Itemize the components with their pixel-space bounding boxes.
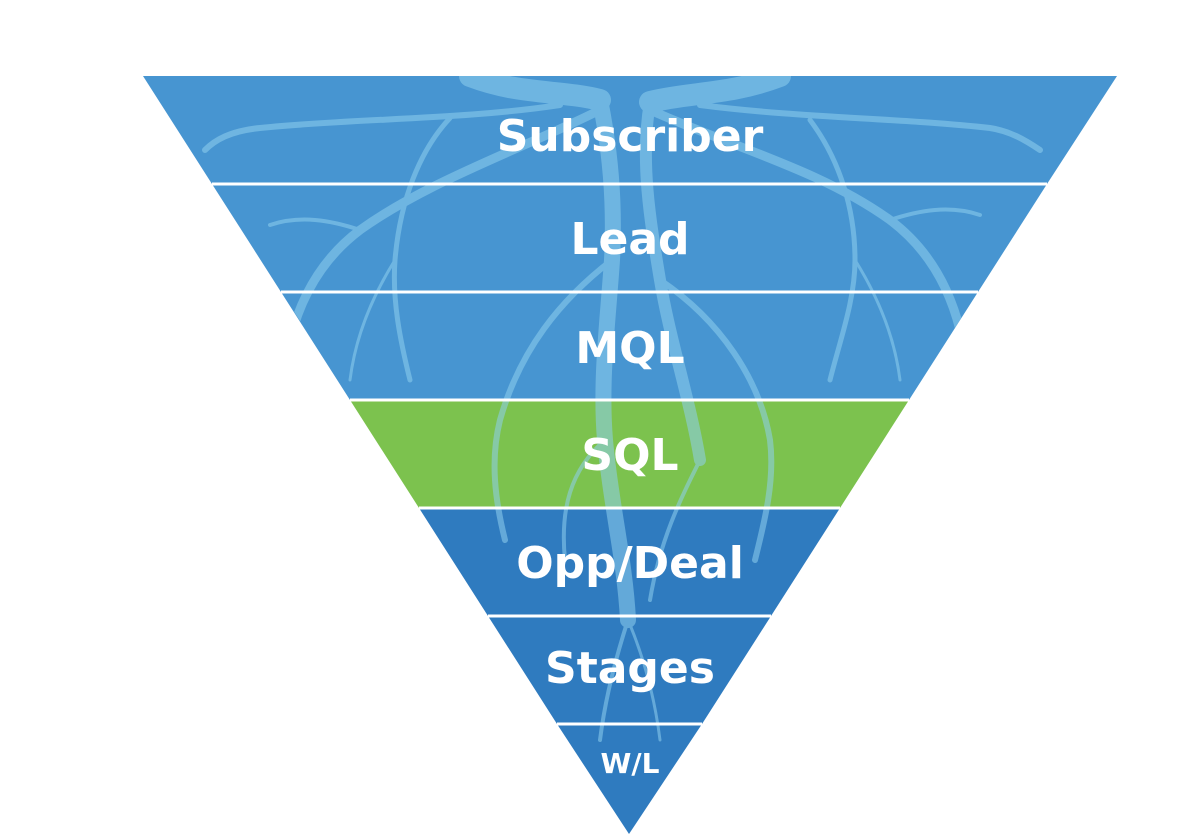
stage-label-w-l: W/L bbox=[601, 747, 660, 780]
stage-labels: Subscriber Lead MQL SQL Opp/Deal Stages … bbox=[497, 111, 764, 780]
stage-label-mql: MQL bbox=[575, 323, 684, 374]
stage-band-mql bbox=[281, 292, 978, 400]
stage-band-subscriber bbox=[143, 76, 1117, 184]
stage-label-stages: Stages bbox=[545, 643, 715, 694]
stage-band-stages bbox=[488, 616, 771, 724]
stage-label-subscriber: Subscriber bbox=[497, 111, 764, 162]
funnel-bands bbox=[143, 76, 1117, 834]
roots-illustration bbox=[202, 76, 1043, 742]
stage-band-lead bbox=[212, 184, 1047, 292]
stage-label-sql: SQL bbox=[581, 430, 678, 481]
stage-dividers bbox=[212, 182, 1047, 726]
stage-band-w-l bbox=[557, 724, 702, 834]
stage-label-opp-deal: Opp/Deal bbox=[516, 538, 744, 589]
stage-label-lead: Lead bbox=[570, 214, 689, 265]
